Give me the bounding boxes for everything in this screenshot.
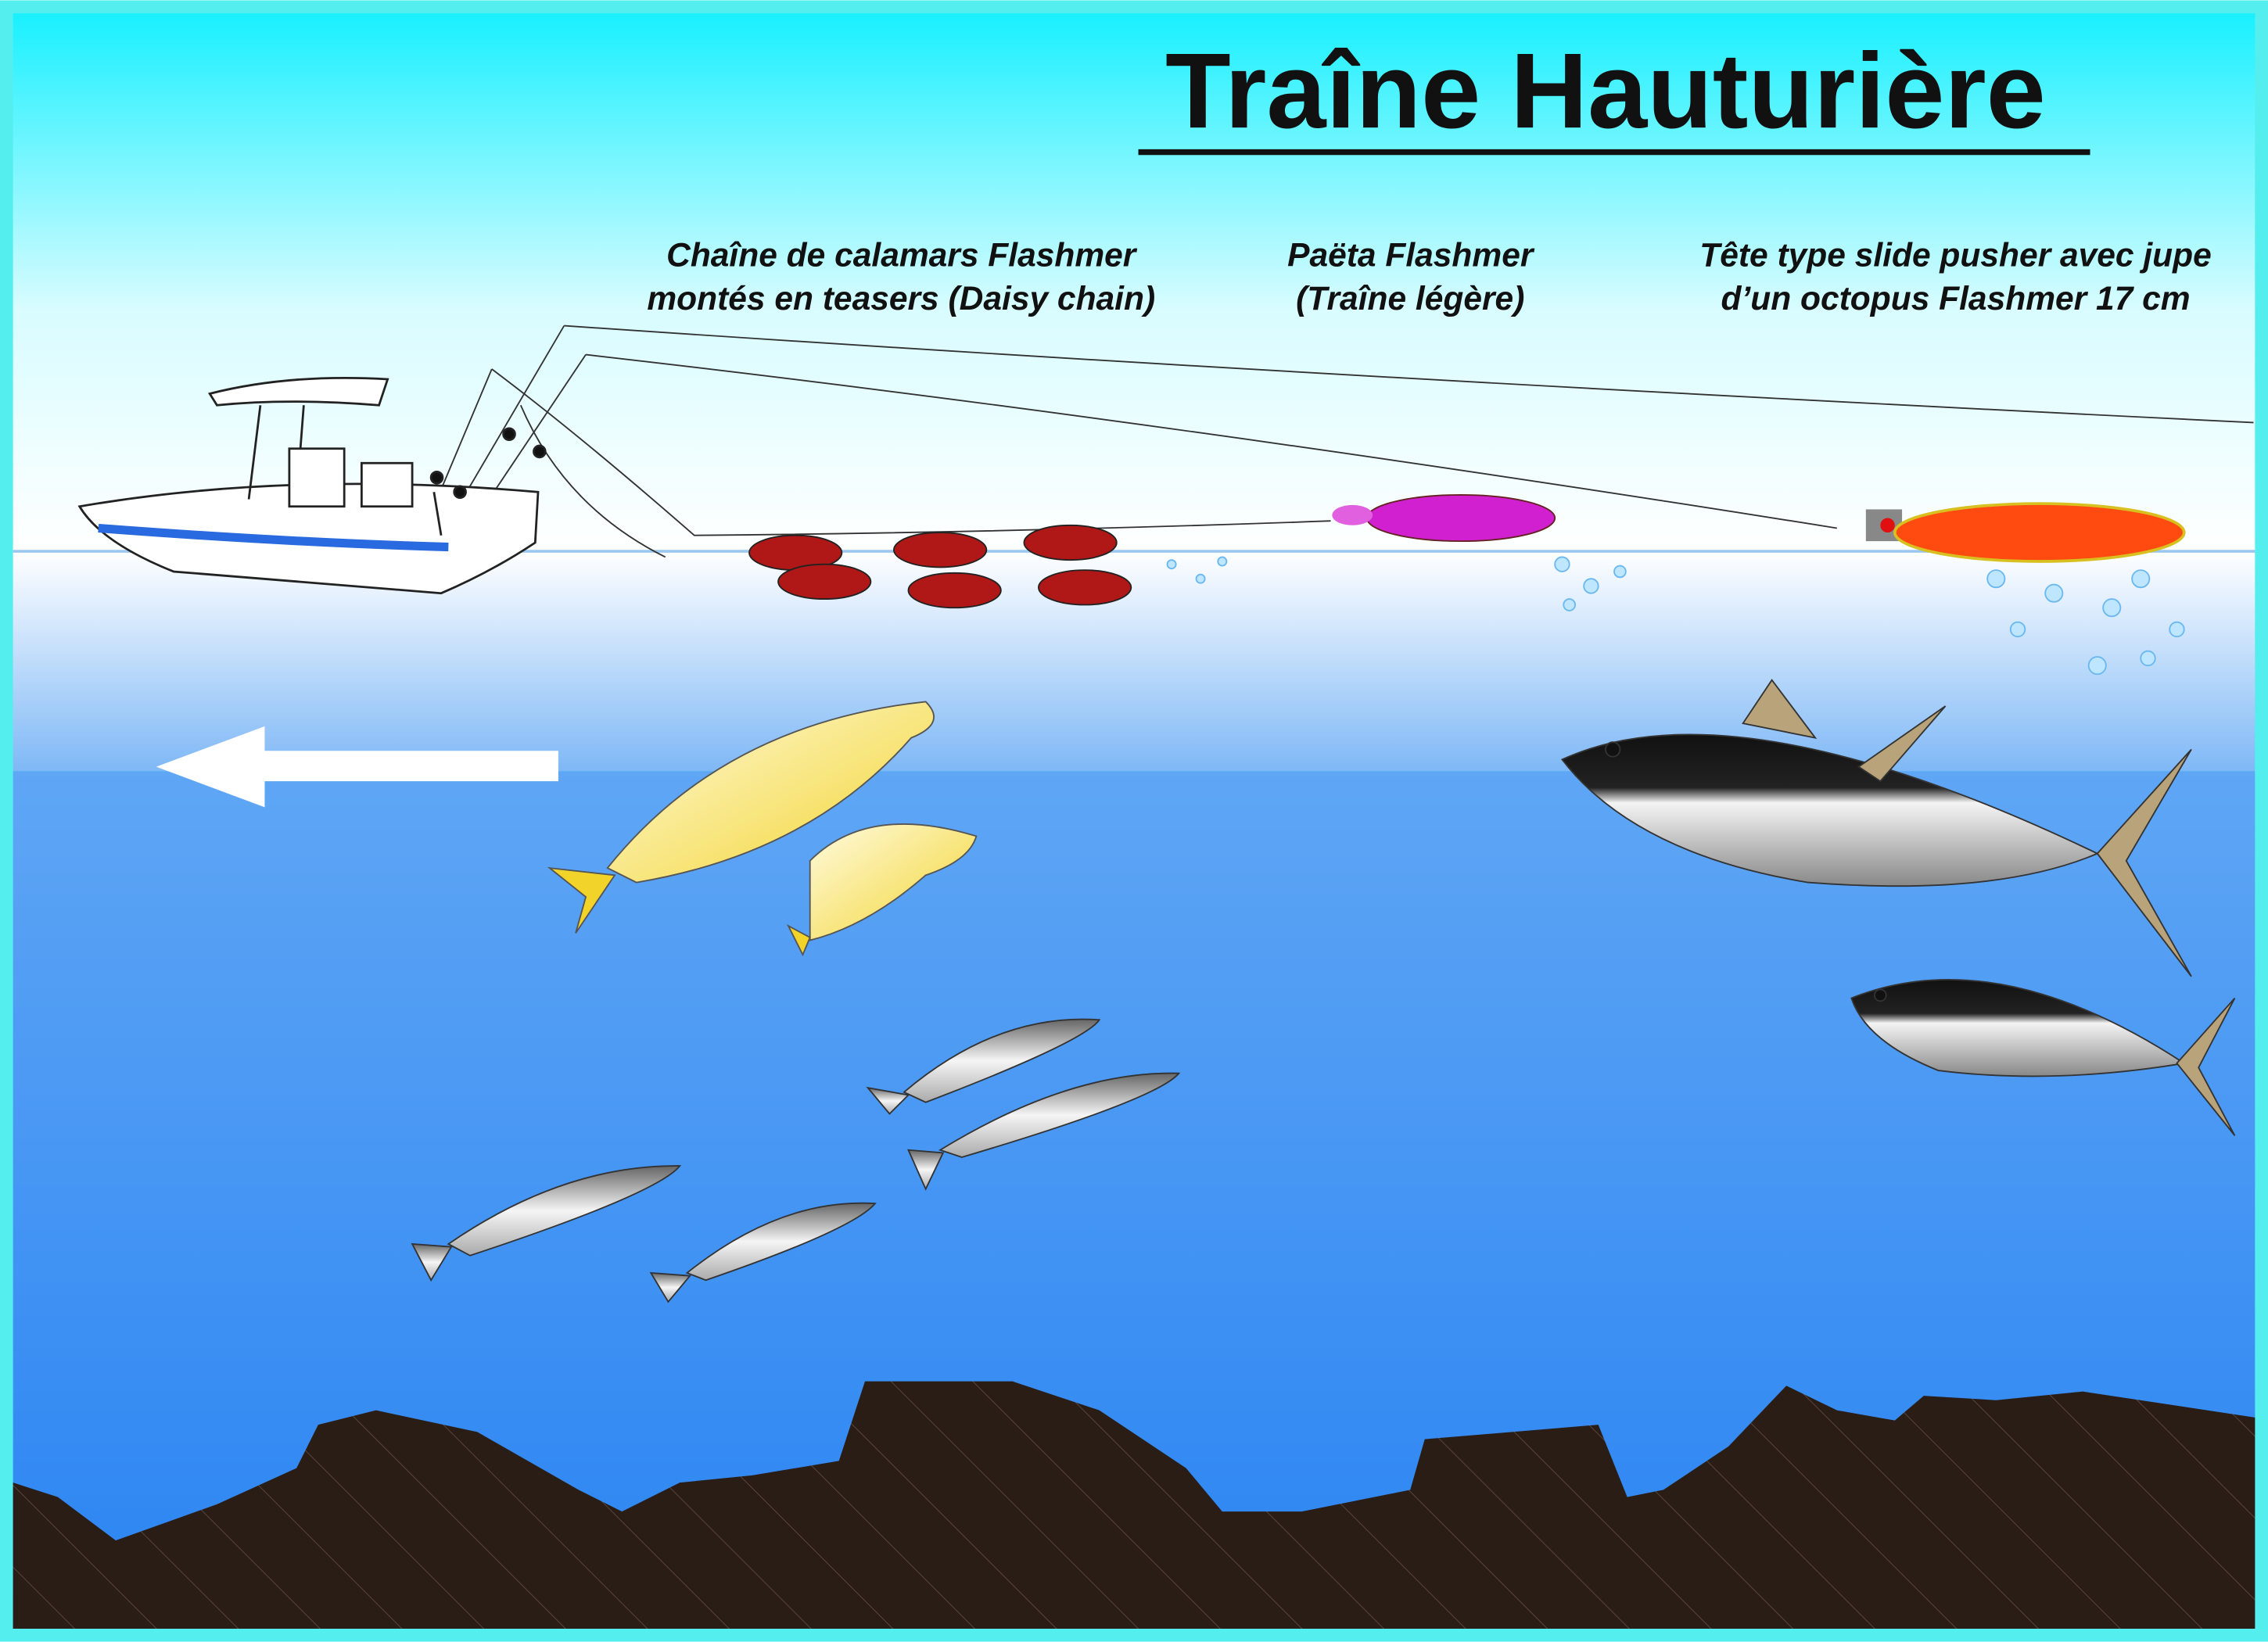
fishing-lines xyxy=(432,324,2254,558)
paeta-lure xyxy=(1332,494,1556,543)
label-pusher-line1: Tête type slide pusher avec jupe xyxy=(1699,237,2212,274)
page-title: Traîne Hauturière xyxy=(1165,31,2046,151)
label-paeta-line2: (Traîne légère) xyxy=(1296,280,1524,317)
label-paeta: Paëta Flashmer (Traîne légère) xyxy=(1287,237,1535,317)
sky xyxy=(13,13,2255,552)
boat xyxy=(77,376,547,595)
label-paeta-line1: Paëta Flashmer xyxy=(1287,237,1535,274)
bubbles xyxy=(1166,556,2185,676)
yellow-fish xyxy=(547,701,978,957)
label-slide-pusher: Tête type slide pusher avec jupe d’un oc… xyxy=(1699,237,2212,317)
label-daisy-chain: Chaîne de calamars Flashmer montés en te… xyxy=(647,237,1155,317)
baitfish-school xyxy=(411,1018,1181,1303)
yellowfin-tuna xyxy=(1561,679,2236,1136)
seabed xyxy=(13,1381,2255,1629)
direction-arrow xyxy=(156,726,558,808)
slide-pusher-lure xyxy=(1865,502,2186,563)
daisy-chain-lures xyxy=(748,524,1132,609)
label-pusher-line2: d’un octopus Flashmer 17 cm xyxy=(1721,280,2190,317)
label-daisy-line2: montés en teasers (Daisy chain) xyxy=(647,280,1155,317)
label-daisy-line1: Chaîne de calamars Flashmer xyxy=(666,237,1138,274)
